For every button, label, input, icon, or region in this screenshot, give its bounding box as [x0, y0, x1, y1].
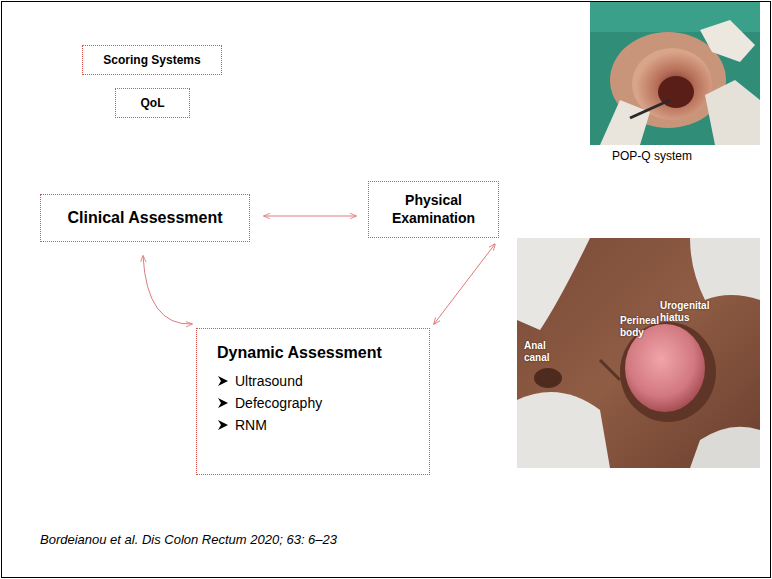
- anatomy-label: Anal canal: [524, 340, 568, 363]
- method-item: Ultrasound: [235, 373, 303, 389]
- box-title: Physical Examination: [379, 192, 488, 227]
- method-item: Defecography: [235, 395, 322, 411]
- box-title: Scoring Systems: [103, 53, 200, 68]
- bullet-row: Ultrasound: [217, 373, 303, 389]
- photo-caption: POP-Q system: [612, 150, 722, 164]
- anatomy-label: Urogenital hiatus: [660, 300, 712, 323]
- bullet-row: Defecography: [217, 395, 322, 411]
- bullet-row: RNM: [217, 417, 267, 433]
- bullet-arrow: [217, 397, 229, 409]
- topic-box: Clinical Assessment: [40, 194, 250, 242]
- box-heading: Dynamic Assessment: [217, 343, 382, 363]
- method-item: RNM: [235, 417, 267, 433]
- anatomy-label: Perineal body: [620, 315, 664, 338]
- double-arrow: [434, 244, 495, 324]
- double-arrow: [264, 216, 356, 217]
- popq-photo: [590, 2, 760, 145]
- bullet-arrow: [217, 375, 229, 387]
- topic-box: QoL: [115, 88, 190, 118]
- method-list-box: Dynamic AssessmentUltrasoundDefecography…: [196, 328, 430, 475]
- box-title: QoL: [141, 96, 165, 111]
- box-title: Clinical Assessment: [67, 208, 222, 228]
- perineum-photo: [517, 238, 760, 468]
- citation: Bordeianou et al. Dis Colon Rectum 2020;…: [40, 533, 460, 548]
- topic-box: Physical Examination: [368, 181, 499, 238]
- bullet-arrow: [217, 419, 229, 431]
- double-arrow: [143, 256, 192, 324]
- topic-box: Scoring Systems: [82, 45, 222, 75]
